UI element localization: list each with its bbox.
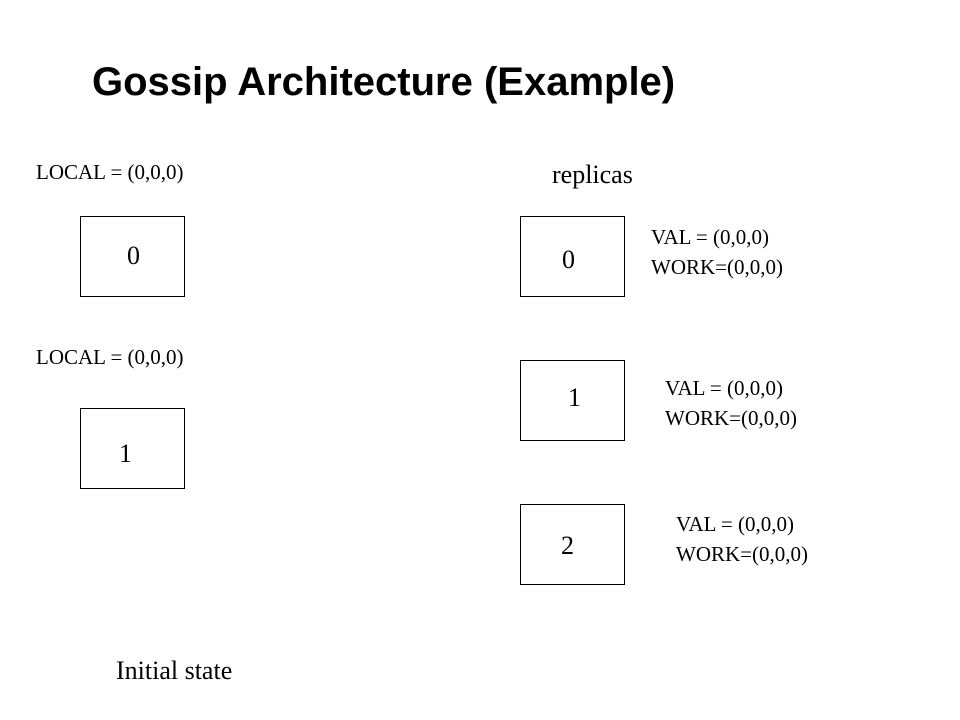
front-end-1-local: LOCAL = (0,0,0) <box>36 345 184 369</box>
front-end-0-box: 0 <box>80 216 185 297</box>
replica-1-state: VAL = (0,0,0) WORK=(0,0,0) <box>665 373 797 433</box>
replica-2-state: VAL = (0,0,0) WORK=(0,0,0) <box>676 509 808 569</box>
front-end-0-local: LOCAL = (0,0,0) <box>36 160 184 184</box>
slide-title: Gossip Architecture (Example) <box>92 60 676 104</box>
replica-2-box: 2 <box>520 504 625 585</box>
caption: Initial state <box>116 656 233 685</box>
replica-2-id: 2 <box>561 531 574 560</box>
replica-1-id: 1 <box>568 383 581 412</box>
front-end-0-id: 0 <box>127 241 140 270</box>
replica-2-work: WORK=(0,0,0) <box>676 542 808 566</box>
front-end-1-box: 1 <box>80 408 185 489</box>
replicas-label: replicas <box>552 160 633 189</box>
front-end-1-id: 1 <box>119 439 132 468</box>
replica-1-work: WORK=(0,0,0) <box>665 406 797 430</box>
replica-0-state: VAL = (0,0,0) WORK=(0,0,0) <box>651 222 783 282</box>
replica-1-val: VAL = (0,0,0) <box>665 376 784 400</box>
replica-0-val: VAL = (0,0,0) <box>651 225 770 249</box>
replica-0-box: 0 <box>520 216 625 297</box>
replica-2-val: VAL = (0,0,0) <box>676 512 795 536</box>
replica-0-id: 0 <box>562 245 575 274</box>
replica-1-box: 1 <box>520 360 625 441</box>
replica-0-work: WORK=(0,0,0) <box>651 255 783 279</box>
